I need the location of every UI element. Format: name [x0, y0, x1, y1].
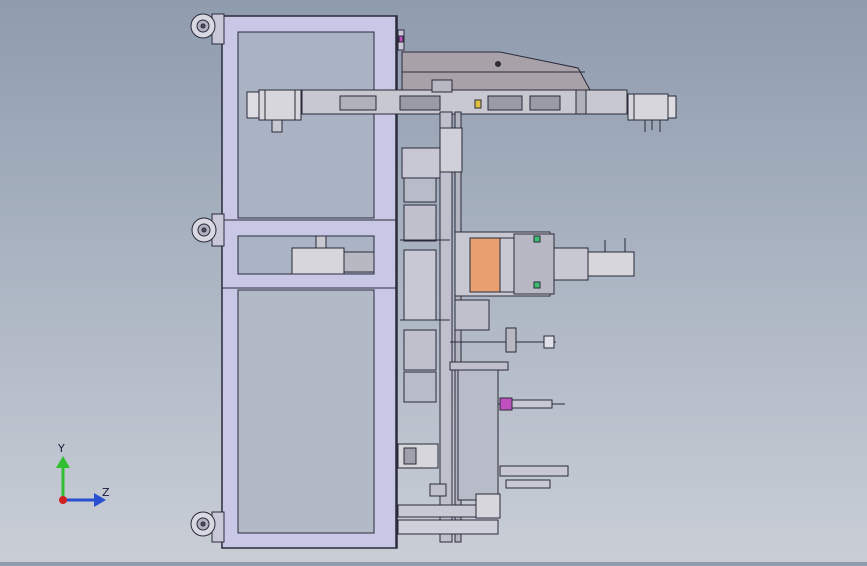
top-beam-assembly: [301, 29, 628, 115]
vertical-slide-assembly: [400, 111, 463, 543]
triad-y-label: Y: [58, 442, 65, 455]
caster-wheel-bottom: [190, 511, 225, 543]
base-plate: [397, 483, 501, 535]
servo-motor-top-right: [627, 93, 677, 132]
servo-motor-top-left: [246, 89, 302, 133]
spindle-unit: [291, 231, 635, 331]
triad-z-label: Z: [102, 486, 110, 499]
axis-triad: [56, 456, 106, 507]
lower-cylinders: [397, 327, 569, 501]
caster-wheel-top: [190, 13, 225, 45]
caster-wheel-middle: [191, 213, 225, 247]
